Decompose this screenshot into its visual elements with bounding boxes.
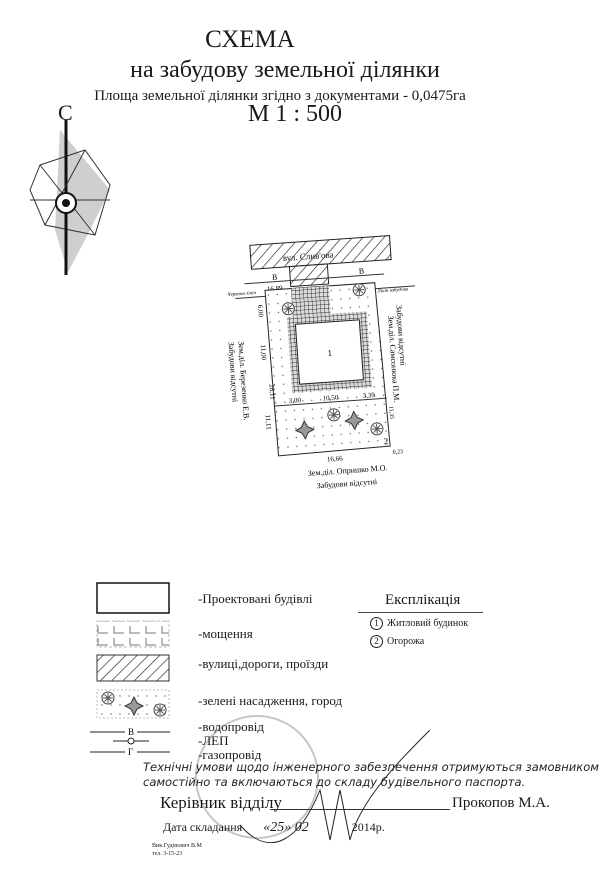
signer-position: Керівник відділу (160, 793, 282, 812)
neighbor-left-note: Забудови відсутні (227, 342, 240, 404)
explication-title: Експлікація (385, 592, 461, 608)
fence-number: 2 (383, 436, 388, 446)
legend-label: -Проектовані будівлі (198, 591, 313, 606)
date-year: 2014р. (351, 820, 385, 834)
water-line-label: В (272, 272, 278, 281)
item-number: 2 (370, 635, 383, 648)
stamp (195, 715, 319, 839)
legend-label: -мощення (198, 626, 253, 641)
legend-label: -зелені насадження, город (198, 693, 343, 708)
dim: 0,23 (392, 449, 403, 456)
street-label: вул. Слив'ова (282, 250, 333, 264)
item-label: Огорожа (387, 636, 425, 647)
document-subtitle: на забудову земельної ділянки (130, 57, 440, 83)
dim: 11,11 (264, 414, 273, 430)
executor-phone: тел. 3-15-23 (152, 851, 183, 857)
explication-item: 2 Огорожа (370, 635, 424, 648)
legend-gas-symbol: Г (128, 747, 133, 757)
executor: Вик.Гудінович В.М (152, 843, 202, 849)
date-row: Дата складання «25» 02 2014р. (163, 820, 385, 836)
note-line-1: Технічні умови щодо інженерного забезпеч… (143, 760, 599, 774)
dim-top: 16,89 (267, 284, 284, 293)
building-1 (294, 319, 364, 385)
building-number: 1 (327, 348, 332, 358)
dim: 16,66 (327, 454, 344, 463)
date-value: «25» 02 (263, 820, 309, 835)
build-line-label: Лінія забудови (376, 287, 409, 294)
item-label: Житловий будинок (387, 618, 469, 629)
legend-label: -вулиці,дороги, проїзди (198, 656, 329, 671)
dim: 11,00 (259, 344, 268, 361)
legend-paving-symbol (96, 620, 170, 648)
dim: 28,11 (268, 384, 277, 401)
divider (358, 612, 483, 613)
dim: 3,39 (362, 391, 375, 400)
signature-line (270, 809, 450, 810)
scale: М 1 : 500 (247, 101, 342, 127)
note-line-2: самостійно та включаються до складу буді… (143, 775, 526, 789)
neighbor-right-note: Забудови відсутні (394, 305, 407, 367)
legend-water-symbol: В (128, 727, 134, 737)
north-label: С (58, 100, 73, 125)
legend-road-symbol (96, 654, 170, 682)
site-plan: вул. Слив'ова В 16,89 В Червона лінія Лі… (227, 235, 416, 490)
plot-area: Площа земельної ділянки згідно з докумен… (94, 88, 466, 104)
neighbor-bottom: Зем.діл. Опришко М.О. (308, 463, 388, 478)
signer-name: Прокопов М.А. (452, 795, 550, 811)
compass-icon (29, 120, 111, 275)
neighbor-bottom-note: Забудови відсутні (316, 477, 378, 490)
power-line-label: В (359, 266, 365, 275)
date-label: Дата складання (163, 820, 243, 834)
item-number: 1 (370, 617, 383, 630)
dim: 6,00 (256, 304, 265, 317)
dim: 10,50 (322, 393, 339, 402)
signature (239, 729, 431, 844)
legend-building-symbol (96, 582, 170, 614)
dim: 11,35 (387, 406, 394, 420)
document-title: СХЕМА (205, 26, 295, 53)
red-line-label: Червона лінія (227, 291, 257, 298)
explication-item: 1 Житловий будинок (370, 617, 468, 630)
dim: 3,00 (288, 396, 301, 405)
